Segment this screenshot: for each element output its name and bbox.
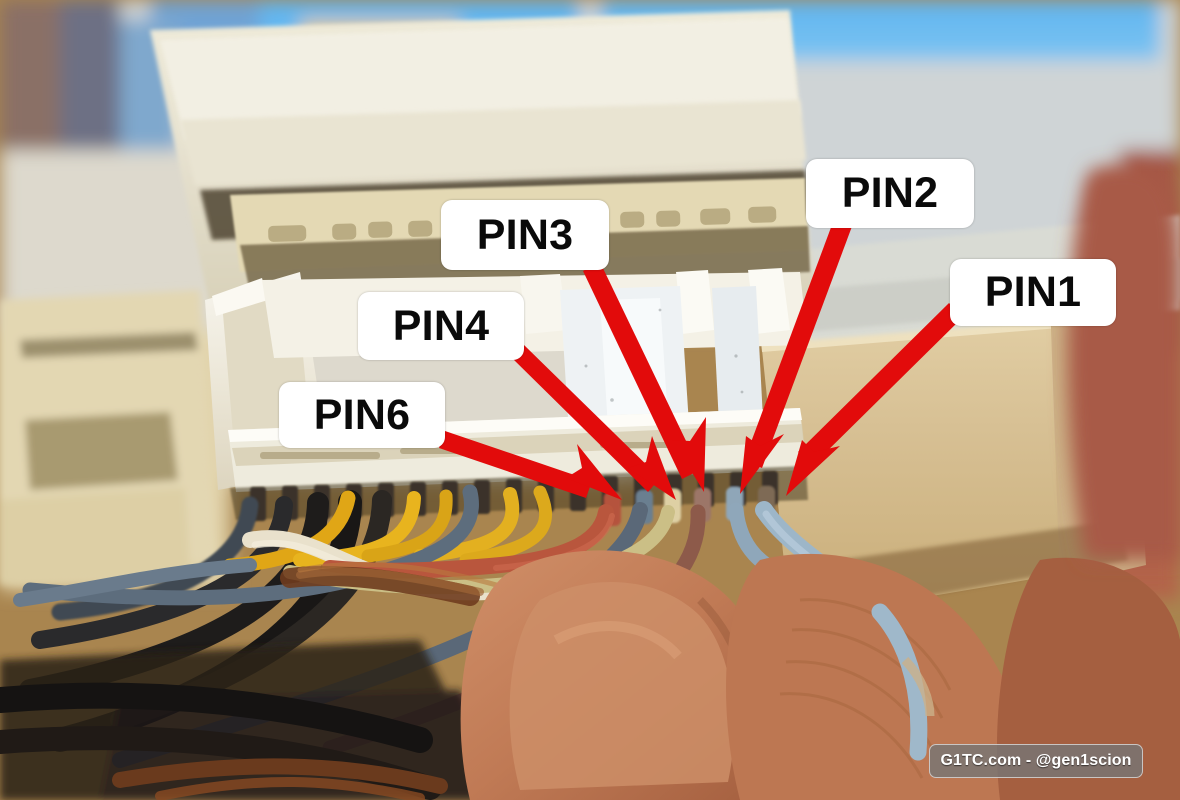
finger-background-blur bbox=[1067, 164, 1180, 560]
pin-label-pin6: PIN6 bbox=[279, 382, 445, 448]
thumb bbox=[460, 550, 778, 800]
background-module bbox=[0, 290, 215, 585]
pin-label-pin3: PIN3 bbox=[441, 200, 609, 270]
pin-label-pin4: PIN4 bbox=[358, 292, 524, 360]
finger-far-right bbox=[996, 557, 1180, 800]
watermark: G1TC.com - @gen1scion bbox=[929, 744, 1143, 778]
pin-label-pin2: PIN2 bbox=[806, 159, 974, 228]
lower-wires-foreground bbox=[0, 682, 448, 800]
pin-label-pin1: PIN1 bbox=[950, 259, 1116, 326]
upper-connector-housing bbox=[150, 10, 815, 330]
